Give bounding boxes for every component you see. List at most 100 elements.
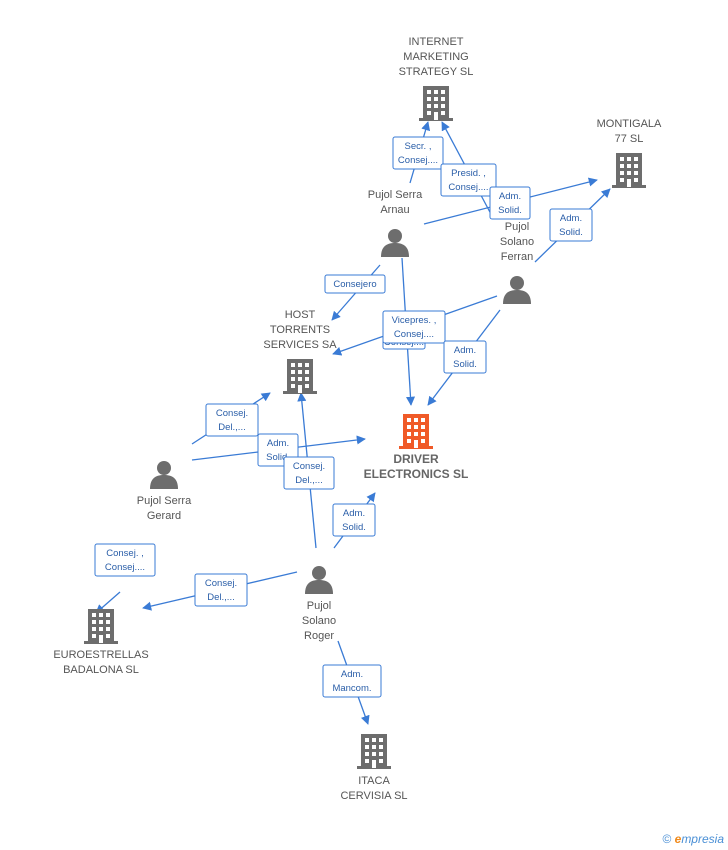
node-label: ITACA — [358, 775, 390, 787]
nodes-layer: INTERNET MARKETING STRATEGY SL MONTIGALA 77 … — [53, 36, 662, 802]
node-label: MARKETING — [403, 51, 468, 63]
role-box — [443, 340, 487, 374]
role-box — [392, 136, 444, 170]
building-icon — [357, 734, 391, 769]
role-label-arnau-montigala[interactable]: Adm. Solid. — [489, 186, 531, 220]
role-text: Consej.... — [448, 182, 488, 193]
role-text: Del.,... — [207, 592, 234, 603]
role-box — [194, 573, 248, 607]
role-text: Adm. — [560, 213, 582, 224]
person-icon — [305, 566, 333, 594]
node-montigala[interactable]: MONTIGALA 77 SL — [597, 118, 662, 188]
node-label: Pujol — [505, 221, 529, 233]
role-box — [324, 274, 386, 294]
node-label: ELECTRONICS SL — [364, 467, 469, 481]
role-label-roger-itaca[interactable]: Adm. Mancom. — [322, 664, 382, 698]
role-text: Consej. , — [106, 548, 144, 559]
role-text: Consejero — [333, 279, 376, 290]
role-label-roger-driver[interactable]: Adm. Solid. — [332, 503, 376, 537]
role-text: Adm. — [454, 345, 476, 356]
role-label-gerard-euro[interactable]: Consej. , Consej.... — [94, 543, 156, 577]
building-icon — [84, 609, 118, 644]
role-label-ferran-montigala[interactable]: Adm. Solid. — [549, 208, 593, 242]
building-icon — [612, 153, 646, 188]
node-label: STRATEGY SL — [399, 66, 474, 78]
role-text: Consej. — [205, 578, 237, 589]
role-text: Solid. — [453, 359, 477, 370]
role-box — [205, 403, 259, 437]
role-box — [94, 543, 156, 577]
node-label: Gerard — [147, 510, 181, 522]
building-icon — [419, 86, 453, 121]
role-box — [382, 310, 446, 344]
building-icon — [399, 414, 433, 449]
role-text: Del.,... — [218, 422, 245, 433]
role-text: Del.,... — [295, 475, 322, 486]
role-text: Solid. — [498, 205, 522, 216]
node-label: EUROESTRELLAS — [53, 649, 148, 661]
edges-layer — [95, 121, 611, 725]
node-label: Ferran — [501, 251, 533, 263]
copyright-symbol: © — [662, 832, 672, 846]
role-label-ferran-internet[interactable]: Presid. , Consej.... — [440, 163, 497, 197]
role-text: Solid. — [266, 452, 290, 463]
role-box — [440, 163, 497, 197]
role-text: Consej. — [216, 408, 248, 419]
brand-logo-e: e — [674, 832, 682, 846]
role-text: Solid. — [342, 522, 366, 533]
node-euro[interactable]: EUROESTRELLAS BADALONA SL — [53, 609, 149, 676]
role-text: Secr. , — [405, 141, 432, 152]
node-label: Pujol Serra — [368, 189, 423, 201]
role-text: Consej.... — [398, 155, 438, 166]
role-label-roger-host[interactable]: Consej. Del.,... — [283, 456, 335, 490]
node-internet[interactable]: INTERNET MARKETING STRATEGY SL — [399, 36, 474, 121]
role-text: Mancom. — [332, 683, 371, 694]
role-text: Consej.... — [105, 562, 145, 573]
role-label-roger-euro[interactable]: Consej. Del.,... — [194, 573, 248, 607]
role-label-ferran-driver[interactable]: Adm. Solid. — [443, 340, 487, 374]
node-label: CERVISIA SL — [340, 790, 407, 802]
node-label: DRIVER — [393, 452, 439, 466]
role-text: Consej. — [293, 461, 325, 472]
node-host[interactable]: HOST TORRENTS SERVICES SA — [263, 309, 337, 394]
role-box — [489, 186, 531, 220]
node-itaca[interactable]: ITACA CERVISIA SL — [340, 734, 408, 802]
node-label: BADALONA SL — [63, 664, 139, 676]
role-label-ferran-host[interactable]: Vicepres. , Consej.... — [382, 310, 446, 344]
node-label: TORRENTS — [270, 324, 330, 336]
footer-brand[interactable]: © empresia — [662, 832, 724, 846]
roles-layer: Secr. ,Consej....Presid. ,Consej....Adm.… — [94, 136, 593, 698]
role-text: Presid. , — [451, 168, 486, 179]
node-label: 77 SL — [615, 133, 644, 145]
role-text: Vicepres. , — [392, 315, 437, 326]
brand-logo-text: mpresia — [681, 832, 724, 846]
building-icon — [283, 359, 317, 394]
node-label: Pujol — [307, 600, 331, 612]
node-label: Solano — [500, 236, 534, 248]
node-label: SERVICES SA — [263, 339, 337, 351]
role-label-gerard-host[interactable]: Consej. Del.,... — [205, 403, 259, 437]
node-label: MONTIGALA — [597, 118, 662, 130]
person-icon — [381, 229, 409, 257]
node-label: HOST — [285, 309, 316, 321]
role-box — [332, 503, 376, 537]
person-icon — [503, 276, 531, 304]
node-label: INTERNET — [409, 36, 464, 48]
role-text: Solid. — [559, 227, 583, 238]
role-text: Adm. — [267, 438, 289, 449]
role-text: Adm. — [499, 191, 521, 202]
role-text: Adm. — [343, 508, 365, 519]
role-label-arnau-host[interactable]: Consejero — [324, 274, 386, 294]
role-label-arnau-internet[interactable]: Secr. , Consej.... — [392, 136, 444, 170]
role-text: Consej.... — [394, 329, 434, 340]
role-text: Adm. — [341, 669, 363, 680]
role-box — [549, 208, 593, 242]
node-label: Arnau — [380, 204, 409, 216]
role-box — [322, 664, 382, 698]
